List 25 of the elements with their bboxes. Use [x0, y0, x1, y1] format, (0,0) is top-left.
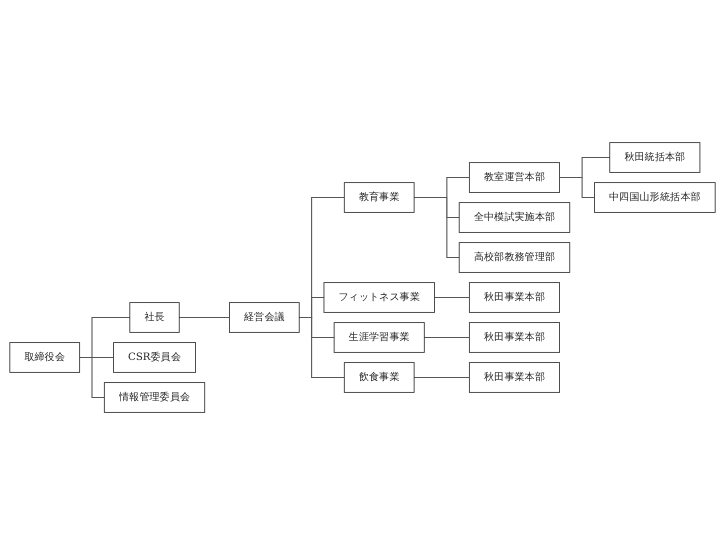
org-box: 全中模試実施本部	[458, 202, 570, 233]
connector-line	[560, 176, 594, 198]
connector-line	[434, 296, 470, 298]
org-box: 教室運営本部	[468, 162, 560, 193]
connector-line	[179, 316, 230, 318]
org-box: 教育事業	[344, 182, 415, 213]
org-box: フィットネス事業	[324, 282, 435, 313]
org-box: 生涯学習事業	[334, 322, 425, 353]
org-box: 経営会議	[228, 302, 300, 333]
org-box: 社長	[129, 302, 180, 333]
connector-line	[414, 376, 470, 378]
org-box: 秋田事業本部	[468, 282, 560, 313]
org-box: 情報管理委員会	[104, 382, 206, 413]
connector-line	[414, 196, 460, 258]
connector-line	[424, 336, 470, 338]
org-box: 飲食事業	[344, 362, 415, 393]
org-box: 秋田事業本部	[468, 362, 560, 393]
org-box: 中四国山形統括本部	[594, 182, 716, 213]
org-box: 高校部教務管理部	[458, 242, 570, 273]
connector-line	[299, 316, 344, 378]
org-box: 秋田事業本部	[468, 322, 560, 353]
connector-line	[80, 356, 104, 398]
org-box: 取締役会	[9, 342, 80, 373]
org-box: 秋田統括本部	[609, 142, 700, 173]
org-box: CSR委員会	[113, 342, 196, 373]
